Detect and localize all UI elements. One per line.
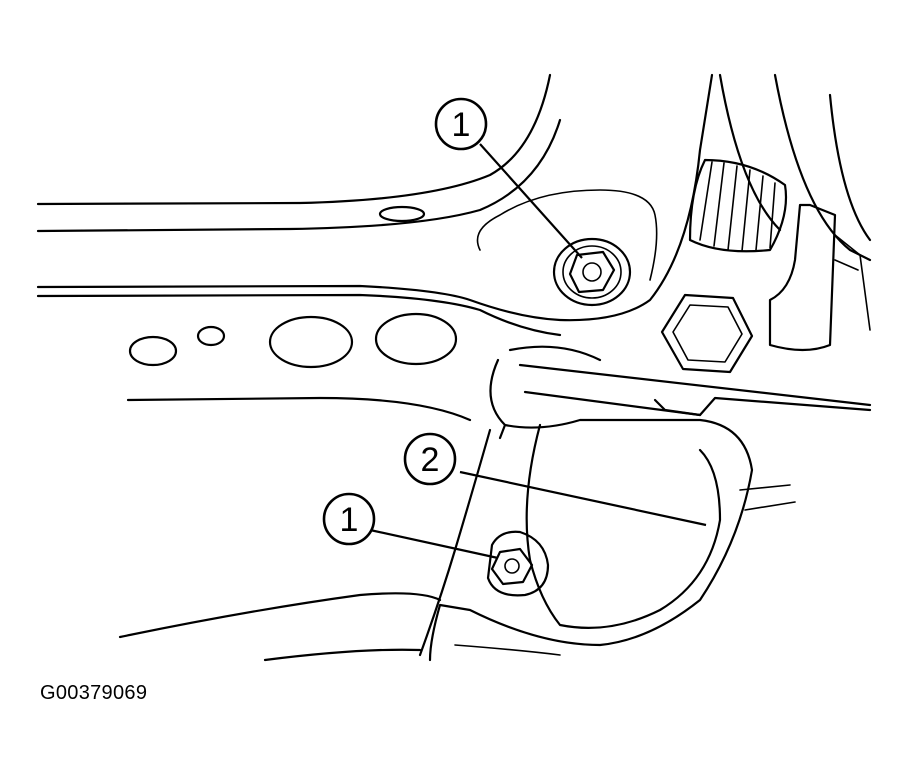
callout-1-upper-label: 1 [452, 106, 471, 144]
leader-lines [369, 143, 707, 560]
bracket [418, 345, 796, 662]
suspension-parts [518, 73, 872, 417]
callout-2: 2 [403, 432, 457, 486]
upper-bolt [552, 237, 632, 307]
callout-1-lower-label: 1 [340, 501, 359, 539]
callout-2-label: 2 [421, 441, 440, 479]
crossmember [36, 73, 714, 422]
lower-bolt [490, 547, 534, 586]
callout-1-upper: 1 [434, 97, 488, 151]
callout-1-lower: 1 [322, 492, 376, 546]
lower-frame [118, 592, 561, 662]
figure-id: G00379069 [40, 682, 148, 704]
